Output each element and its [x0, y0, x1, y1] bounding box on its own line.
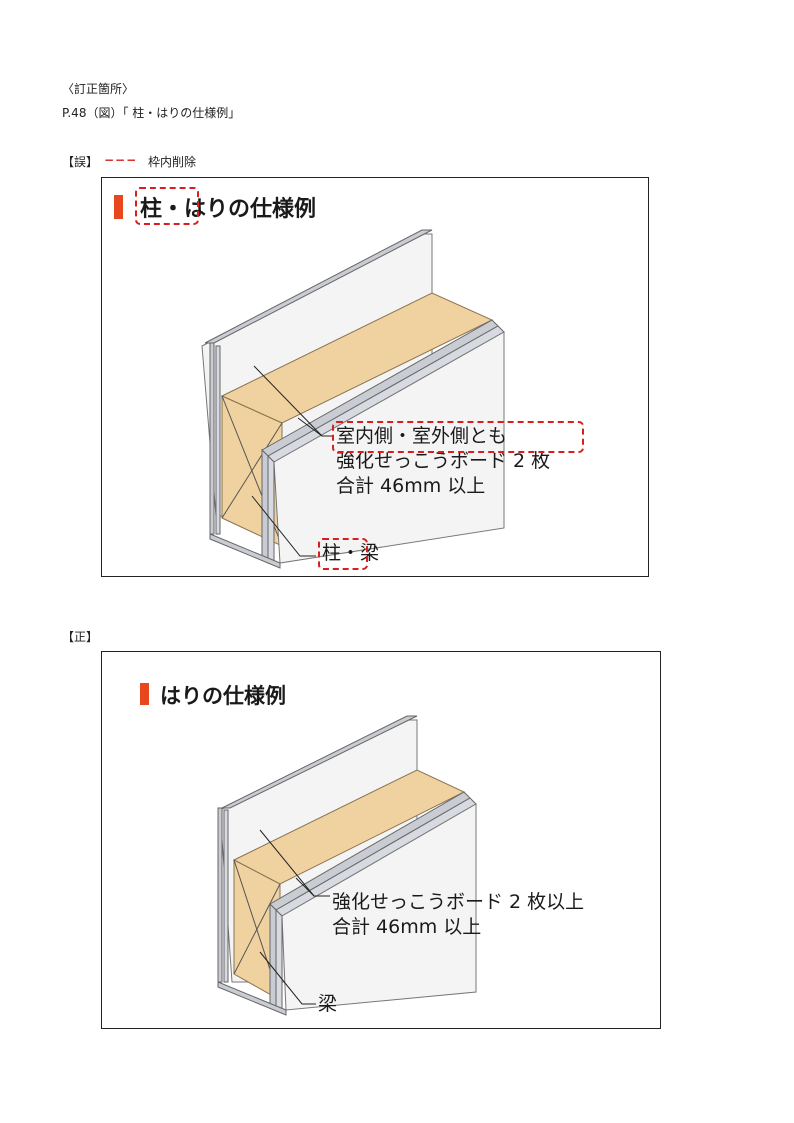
- callout-board-spec: 強化せっこうボード 2 枚: [336, 450, 551, 473]
- correct-figure-panel: はりの仕様例 強化せっこうボード 2 枚以上 合計 46mm 以上 梁: [101, 651, 661, 1029]
- title-delete-frame: [135, 187, 199, 225]
- figure-reference: P.48（図）「 柱・はりの仕様例」: [62, 106, 241, 120]
- label-delete-frame: [318, 538, 368, 570]
- label-beam: 梁: [360, 542, 380, 564]
- wrong-callout-text: 室内側・室外側とも 強化せっこうボード 2 枚 合計 46mm 以上: [336, 424, 550, 499]
- title-deleted-part: 柱・: [140, 197, 185, 222]
- wall-beam-illustration: [201, 229, 505, 569]
- correct-tag: 【正】: [62, 630, 99, 644]
- wall-beam-illustration: [217, 715, 477, 1016]
- callout-thickness: 合計 46mm 以上: [336, 475, 486, 498]
- title-main: はりの仕様例: [184, 197, 317, 222]
- callout-deleted-line: 室内側・室外側とも: [336, 425, 508, 447]
- delete-legend-text: 枠内削除: [148, 155, 197, 169]
- title-bullet-icon: [140, 683, 149, 705]
- wrong-tag: 【誤】: [62, 155, 99, 169]
- title-bullet-icon: [114, 195, 123, 219]
- correct-callout-text: 強化せっこうボード 2 枚以上 合計 46mm 以上: [332, 890, 584, 940]
- correct-figure-title: はりの仕様例: [160, 684, 286, 708]
- wrong-figure-title: 柱・はりの仕様例: [140, 191, 316, 223]
- wrong-member-label: 柱・梁: [322, 541, 379, 566]
- callout-thickness: 合計 46mm 以上: [332, 916, 482, 939]
- delete-legend-mark: −−−: [104, 153, 138, 167]
- section-heading: 〈訂正箇所〉: [62, 82, 135, 96]
- correct-member-label: 梁: [318, 993, 338, 1015]
- callout-board-spec: 強化せっこうボード 2 枚以上: [332, 891, 585, 913]
- callout-delete-frame: [332, 421, 584, 453]
- wrong-figure-panel: 柱・はりの仕様例 室内側・室外側とも 強化せっこうボード 2 枚 合計 46mm…: [101, 177, 649, 577]
- label-deleted-part: 柱・: [322, 542, 361, 564]
